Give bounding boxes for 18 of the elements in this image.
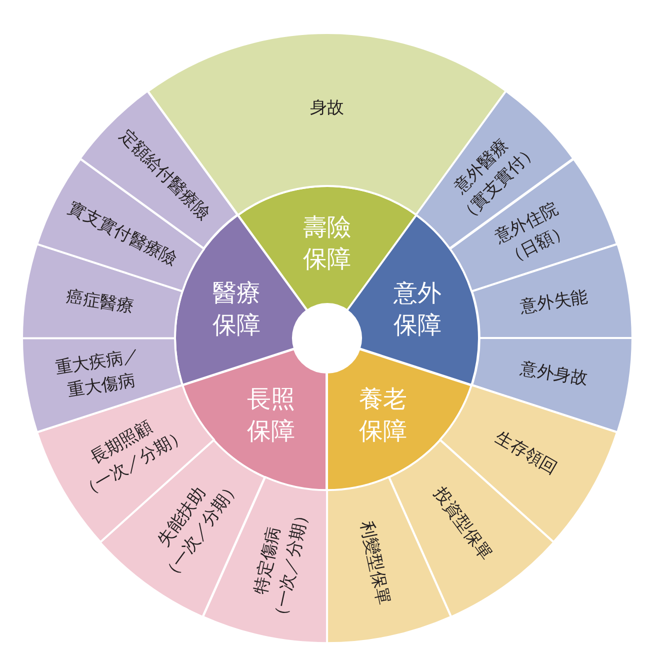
sector-label: 意外保障 xyxy=(393,278,442,341)
segment-label: 重大疾病／重大傷病 xyxy=(54,344,142,404)
sector-label: 養老保障 xyxy=(358,384,407,447)
sector-label: 醫療保障 xyxy=(212,278,261,341)
sector-label: 長照保障 xyxy=(247,384,296,447)
segment-label: 癌症醫療 xyxy=(64,286,136,320)
segment-label: 意外身故 xyxy=(518,358,590,392)
segment-label: 利變型保單 xyxy=(355,518,394,608)
sector-label: 壽險保障 xyxy=(302,212,351,275)
segment-label: 意外住院（日額） xyxy=(492,198,574,270)
segment-label: 投資型保單 xyxy=(428,482,496,566)
segment-label: 生存領回 xyxy=(490,426,562,480)
segment-label: 身故 xyxy=(310,97,344,120)
segment-label: 意外失能 xyxy=(518,286,590,320)
outer-ring-segment xyxy=(470,337,633,434)
segment-label: 特定傷病（一次／分期） xyxy=(250,504,314,626)
segment-label: 實支實付醫療險 xyxy=(64,198,180,272)
segment-label: 失能扶助（一次／分期） xyxy=(153,476,246,586)
